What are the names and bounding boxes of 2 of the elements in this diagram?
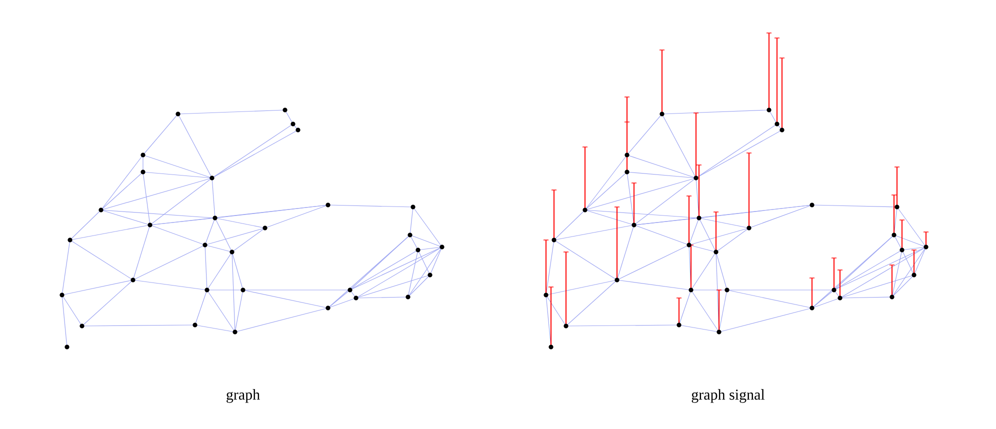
caption: graph [226, 389, 260, 403]
caption: graph signal [692, 389, 765, 403]
